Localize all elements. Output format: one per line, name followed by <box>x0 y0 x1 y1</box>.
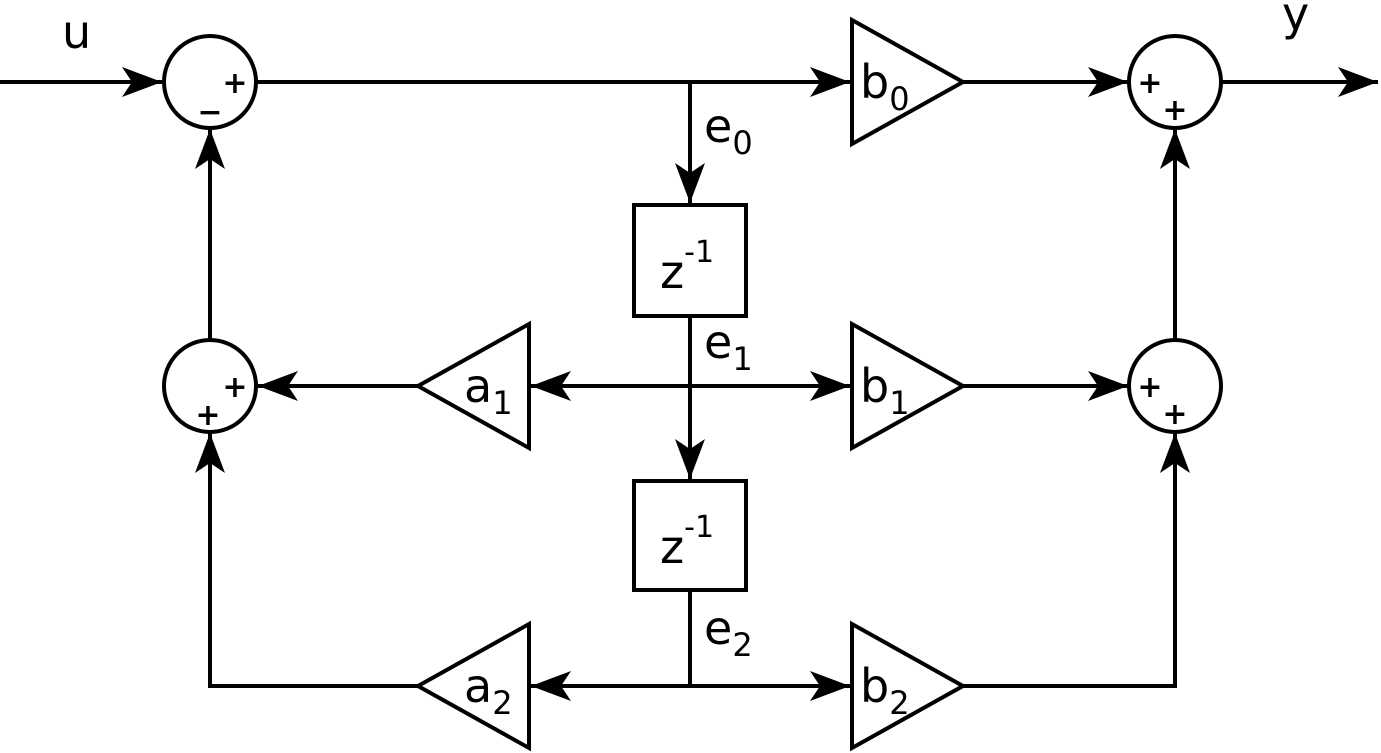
delay-block-2: z-1 <box>632 479 748 592</box>
gain-a2: a2 <box>413 620 531 752</box>
input-label: u <box>62 5 91 59</box>
svg-text:−: − <box>197 95 222 130</box>
svg-text:+: + <box>222 66 247 101</box>
gain-b0: b0 <box>850 16 968 148</box>
gain-a1: a1 <box>413 320 531 452</box>
svg-text:b1: b1 <box>860 359 910 422</box>
svg-text:b2: b2 <box>860 659 910 722</box>
svg-text:+: + <box>1137 370 1162 405</box>
svg-text:+: + <box>1162 397 1187 432</box>
svg-text:+: + <box>1162 93 1187 128</box>
state-label-e2: e2 <box>704 601 753 664</box>
mid-output-summer: + + <box>1127 338 1223 434</box>
output-summer: + + <box>1127 34 1223 130</box>
svg-text:a2: a2 <box>464 659 513 722</box>
gain-b1: b1 <box>850 320 968 452</box>
svg-text:+: + <box>222 370 247 405</box>
feedback-summer: + + <box>162 338 258 434</box>
delay-block-1: z-1 <box>632 203 748 318</box>
state-label-e1: e1 <box>704 315 753 378</box>
svg-text:z-1: z-1 <box>660 510 714 574</box>
output-label: y <box>1282 0 1309 41</box>
input-summer: + − <box>162 34 258 130</box>
svg-text:+: + <box>195 398 220 433</box>
svg-text:+: + <box>1137 66 1162 101</box>
svg-text:b0: b0 <box>860 55 910 118</box>
svg-text:a1: a1 <box>464 359 513 422</box>
gain-b2: b2 <box>850 620 968 752</box>
b2-to-mid-sum <box>963 433 1190 688</box>
svg-text:z-1: z-1 <box>660 235 714 299</box>
a2-to-feedback-sum <box>195 433 418 688</box>
state-label-e0: e0 <box>704 99 753 162</box>
